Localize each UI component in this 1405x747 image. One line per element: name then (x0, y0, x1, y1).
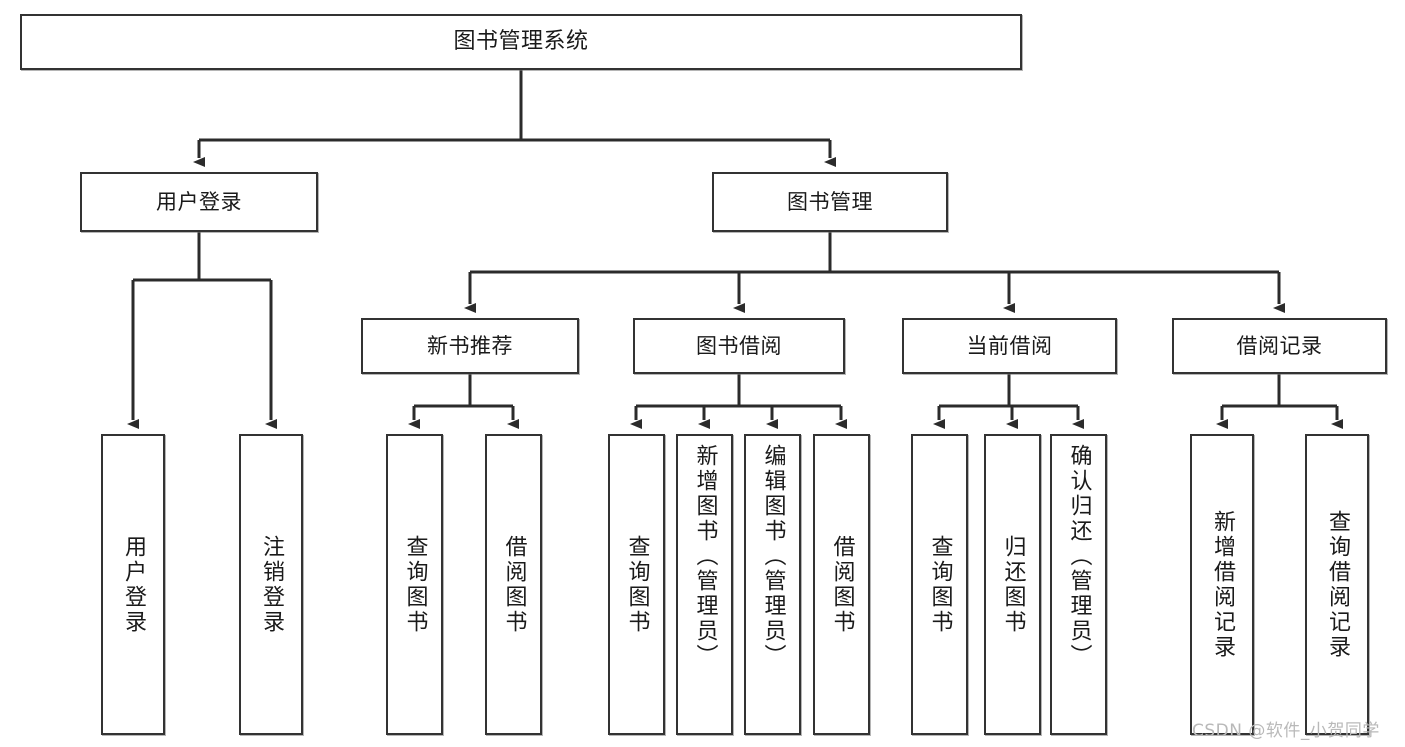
node-current-borrow-label: 当前借阅 (966, 333, 1053, 358)
leaf-query-book-current-label: 查询图书 (927, 534, 953, 635)
node-current-borrow[interactable]: 当前借阅 (902, 318, 1117, 374)
leaf-add-book-admin[interactable]: 新增图书（管理员） (676, 434, 733, 735)
node-book-management[interactable]: 图书管理 (712, 172, 948, 232)
leaf-confirm-return-admin[interactable]: 确认归还（管理员） (1050, 434, 1107, 735)
leaf-user-login-label: 用户登录 (121, 534, 146, 635)
node-borrow-record[interactable]: 借阅记录 (1172, 318, 1387, 374)
node-book-management-label: 图书管理 (787, 189, 873, 214)
node-borrow-record-label: 借阅记录 (1236, 333, 1323, 358)
leaf-add-borrow-record[interactable]: 新增借阅记录 (1190, 434, 1254, 735)
node-user-login[interactable]: 用户登录 (80, 172, 318, 232)
leaf-borrow-book-recommend-label: 借阅图书 (501, 534, 527, 635)
leaf-edit-book-admin[interactable]: 编辑图书（管理员） (744, 434, 801, 735)
leaf-borrow-book[interactable]: 借阅图书 (813, 434, 870, 735)
node-root[interactable]: 图书管理系统 (20, 14, 1022, 70)
node-root-label: 图书管理系统 (453, 29, 589, 55)
leaf-add-book-admin-label: 新增图书（管理员） (692, 444, 718, 669)
csdn-watermark: CSDN @软件_小贺同学 (1192, 721, 1380, 741)
node-book-borrow[interactable]: 图书借阅 (633, 318, 845, 374)
leaf-borrow-book-label: 借阅图书 (829, 534, 855, 635)
leaf-return-book[interactable]: 归还图书 (984, 434, 1041, 735)
leaf-return-book-label: 归还图书 (1000, 534, 1026, 635)
leaf-query-book-recommend-label: 查询图书 (402, 534, 428, 635)
leaf-query-book-borrow-label: 查询图书 (624, 534, 650, 635)
node-user-login-label: 用户登录 (156, 189, 242, 214)
leaf-user-logout-label: 注销登录 (259, 534, 284, 635)
leaf-query-borrow-record-label: 查询借阅记录 (1325, 509, 1350, 660)
leaf-add-borrow-record-label: 新增借阅记录 (1210, 509, 1235, 660)
node-book-borrow-label: 图书借阅 (696, 333, 782, 358)
leaf-query-book-current[interactable]: 查询图书 (911, 434, 968, 735)
node-new-book-recommend[interactable]: 新书推荐 (361, 318, 579, 374)
leaf-query-book-borrow[interactable]: 查询图书 (608, 434, 665, 735)
leaf-user-logout[interactable]: 注销登录 (239, 434, 303, 735)
leaf-query-book-recommend[interactable]: 查询图书 (386, 434, 443, 735)
leaf-query-borrow-record[interactable]: 查询借阅记录 (1305, 434, 1369, 735)
leaf-user-login[interactable]: 用户登录 (101, 434, 165, 735)
leaf-confirm-return-admin-label: 确认归还（管理员） (1066, 444, 1092, 669)
node-new-book-recommend-label: 新书推荐 (427, 333, 513, 358)
leaf-borrow-book-recommend[interactable]: 借阅图书 (485, 434, 542, 735)
leaf-edit-book-admin-label: 编辑图书（管理员） (760, 444, 786, 669)
